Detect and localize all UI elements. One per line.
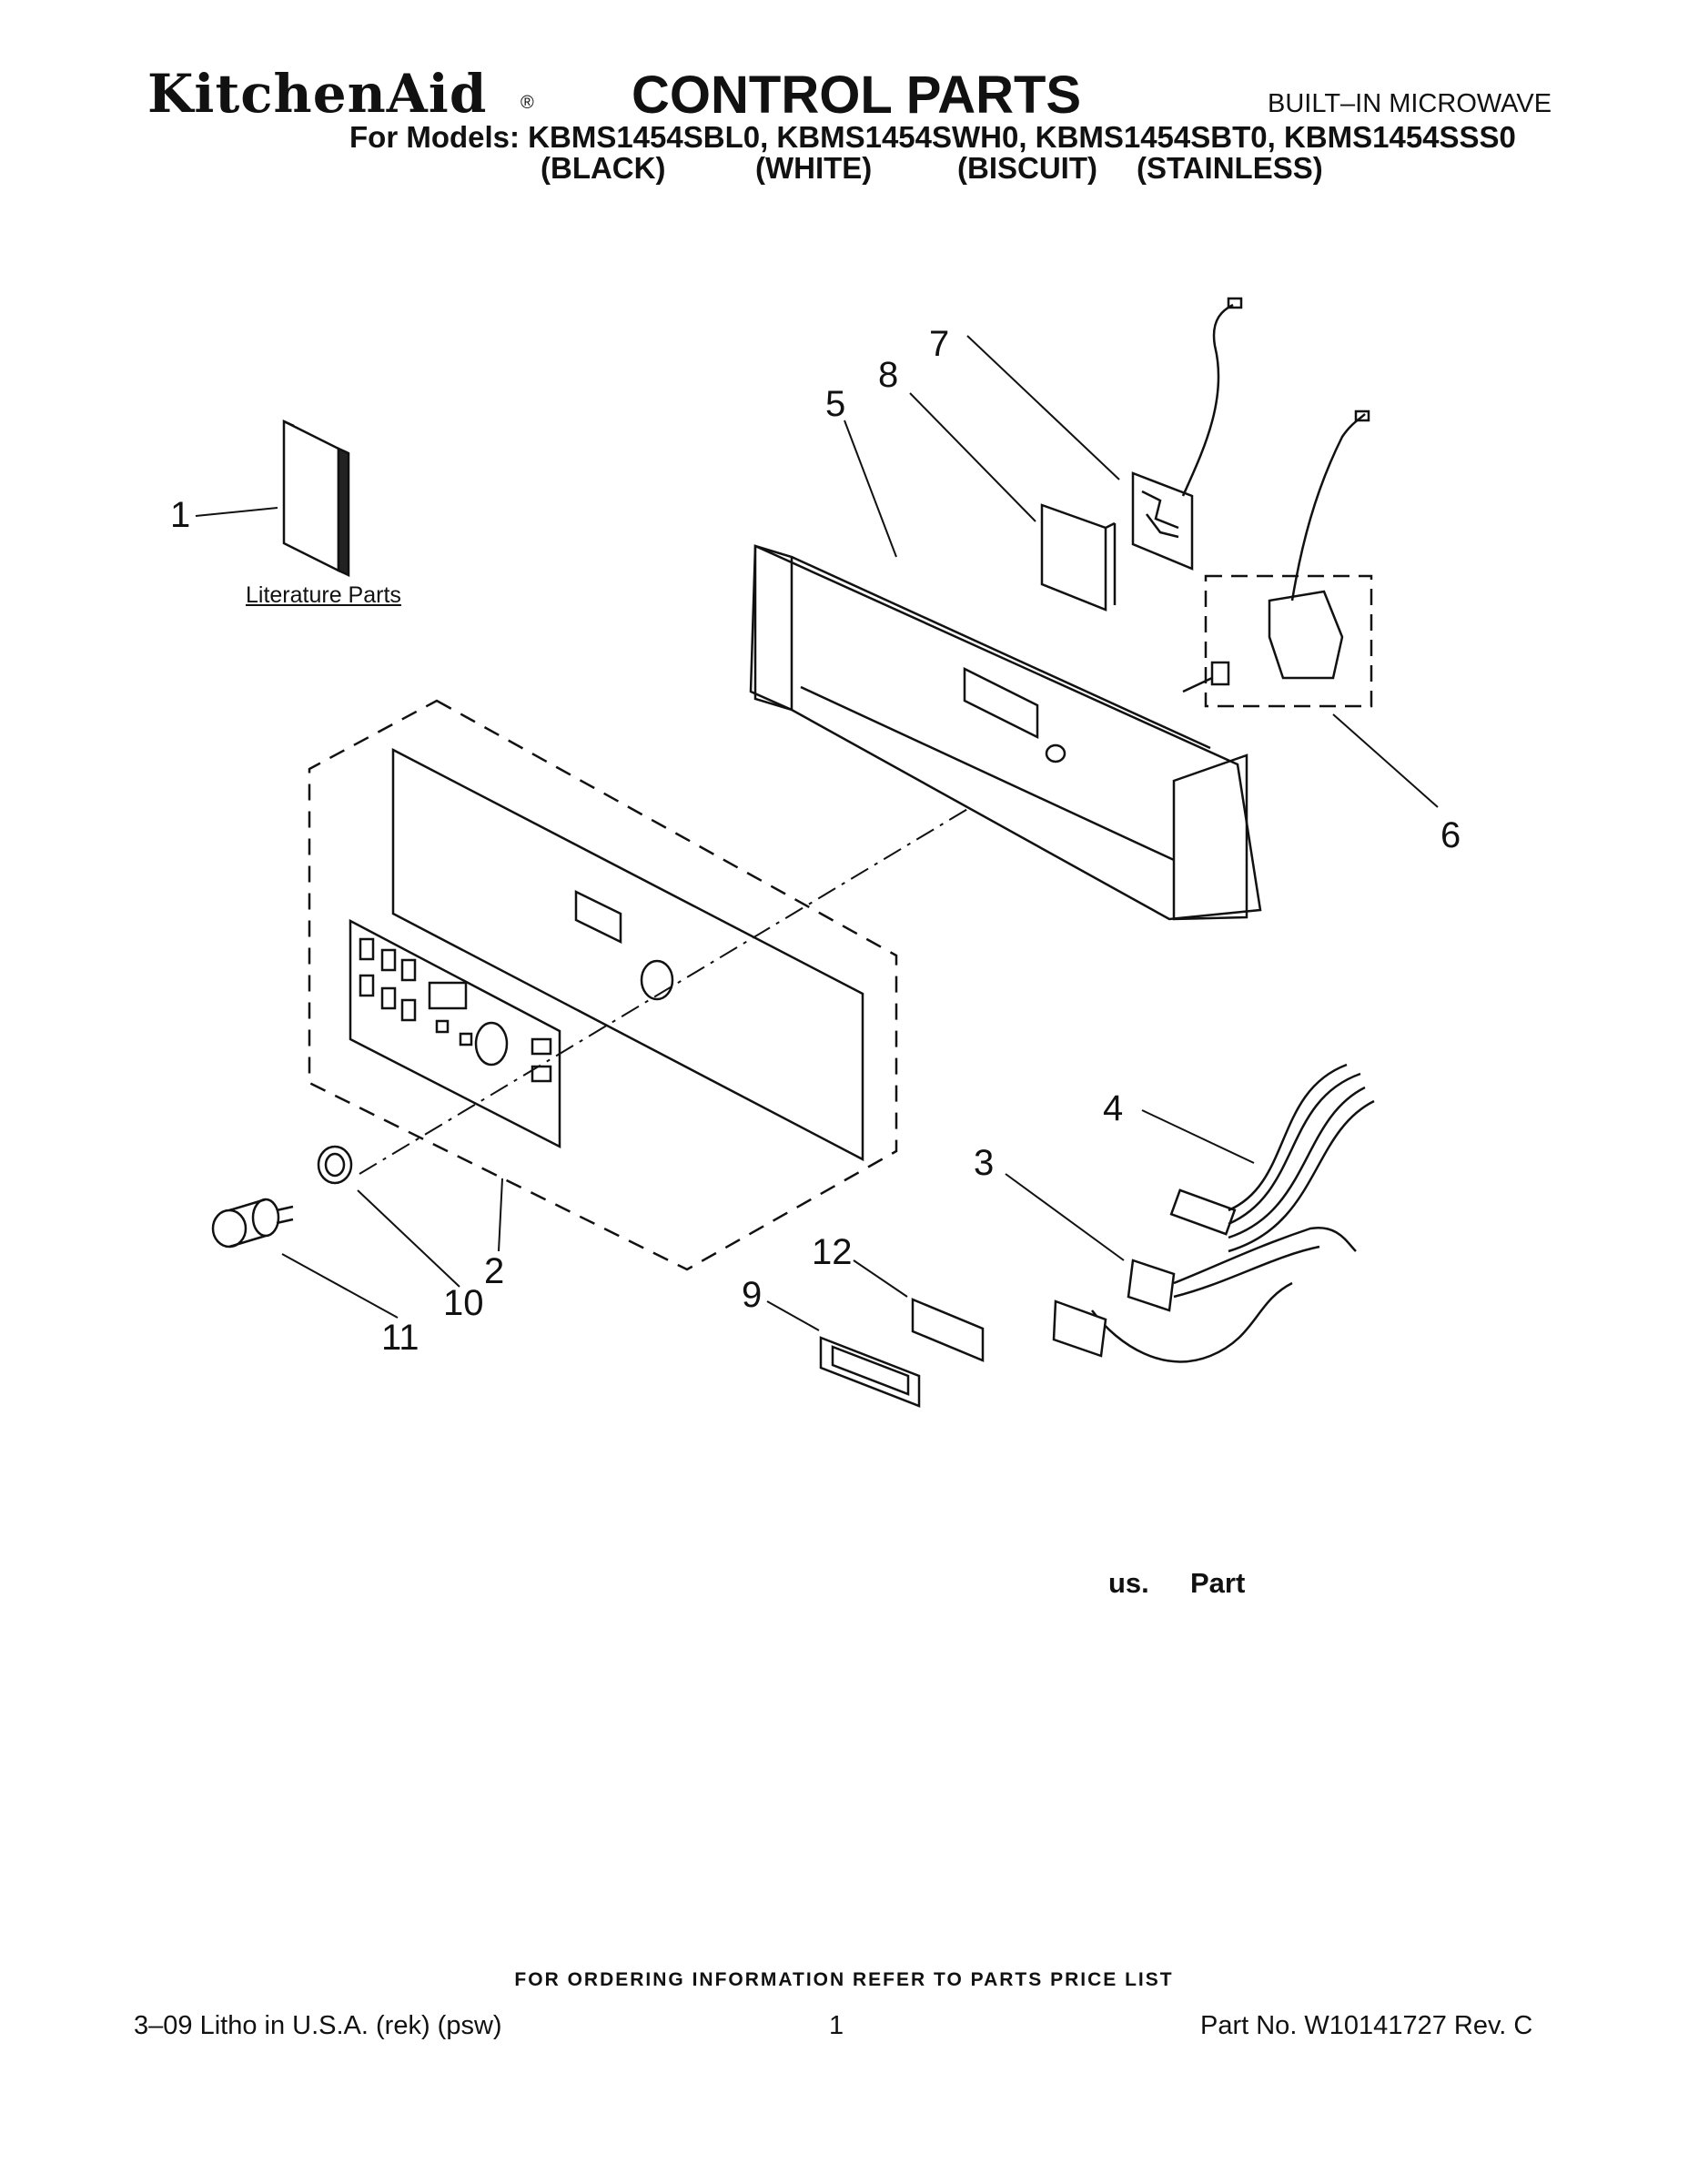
color-stainless: (STAINLESS): [1137, 151, 1323, 185]
color-biscuit: (BISCUIT): [957, 151, 1097, 185]
display-window-part: [819, 1336, 921, 1408]
color-black: (BLACK): [541, 151, 666, 185]
brand-logo: KitchenAid: [147, 63, 488, 125]
legend-part: Part: [1190, 1567, 1246, 1599]
registered-mark: ®: [521, 93, 534, 113]
page-title: CONTROL PARTS: [632, 66, 1082, 125]
callout-leaders: [195, 335, 1439, 1331]
callout-11: 11: [381, 1318, 419, 1358]
models-line: For Models: KBMS1454SBL0, KBMS1454SWH0, …: [349, 120, 1516, 154]
circuit-board-part: [1131, 297, 1243, 571]
ordering-note: FOR ORDERING INFORMATION REFER TO PARTS …: [514, 1969, 1174, 1990]
callout-10: 10: [443, 1283, 484, 1323]
callout-6: 6: [1440, 815, 1461, 855]
knob-bezel-part: [317, 1145, 353, 1185]
literature-booklet-part: [282, 419, 350, 577]
callout-12: 12: [812, 1232, 853, 1272]
control-panel-frame-part: [749, 544, 1262, 921]
product-type: BUILT–IN MICROWAVE: [1268, 89, 1552, 118]
callout-5: 5: [825, 384, 846, 424]
control-panel-assembly-part: [308, 699, 898, 1271]
sensor-harness-part: [1052, 1226, 1357, 1363]
litho-info: 3–09 Litho in U.S.A. (rek) (psw): [134, 2011, 502, 2040]
callout-9: 9: [742, 1275, 763, 1315]
callout-4: 4: [1103, 1088, 1124, 1128]
legend-us: us.: [1108, 1567, 1149, 1599]
board-bracket-part: [1040, 503, 1117, 612]
display-lens-part: [911, 1298, 985, 1362]
page-number: 1: [829, 2011, 844, 2040]
callout-3: 3: [974, 1143, 995, 1183]
control-knob-part: [211, 1198, 294, 1249]
callout-7: 7: [929, 324, 950, 364]
callout-1: 1: [170, 495, 191, 535]
part-number: Part No. W10141727 Rev. C: [1200, 2011, 1533, 2040]
callout-8: 8: [878, 355, 899, 395]
transformer-part: [1182, 410, 1373, 708]
callout-2: 2: [484, 1251, 505, 1291]
color-white: (WHITE): [755, 151, 873, 185]
literature-parts-link[interactable]: Literature Parts: [246, 582, 401, 608]
wire-harness-part: [1169, 1063, 1375, 1253]
